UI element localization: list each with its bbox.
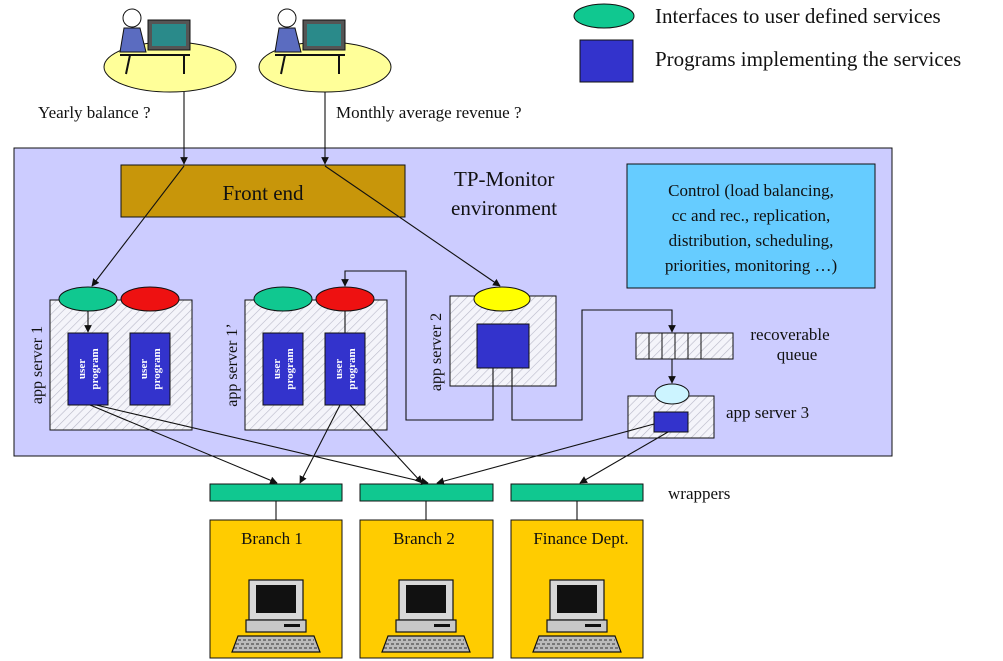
wrappers: wrappers <box>209 483 730 503</box>
app-server-2-interface-yellow <box>473 286 531 312</box>
queue-label-line2: queue <box>777 345 818 364</box>
app-server-1-label: app server 1 <box>29 326 46 404</box>
control-line-4: priorities, monitoring …) <box>665 256 837 275</box>
department-label: Branch 2 <box>393 529 455 548</box>
app-server-1-prime-interface-green <box>253 286 313 312</box>
user-1-query: Yearly balance ? <box>38 103 151 122</box>
user-2: Monthly average revenue ? <box>258 8 522 122</box>
wrapper-3 <box>510 483 644 502</box>
front-end-box <box>120 164 406 218</box>
legend-program-swatch <box>579 39 634 83</box>
desktop-computer-icon <box>381 579 471 653</box>
control-line-3: distribution, scheduling, <box>669 231 834 250</box>
wrapper-1 <box>209 483 343 502</box>
app-server-1-prime-label: app server 1’ <box>224 323 241 407</box>
control-line-2: cc and rec., replication, <box>672 206 831 225</box>
queue-box <box>635 332 734 360</box>
legend-interfaces-label: Interfaces to user defined services <box>655 4 941 28</box>
user-program-label-line2: program <box>284 348 296 389</box>
app-server-1-prime-program-a <box>262 332 304 406</box>
control-line-1: Control (load balancing, <box>668 181 834 200</box>
tp-monitor-title-line2: environment <box>451 196 557 220</box>
desktop-computer-icon <box>532 579 622 653</box>
control-box <box>626 163 876 289</box>
app-server-3: app server 3 <box>627 383 809 439</box>
legend-interface-swatch <box>573 3 635 29</box>
app-server-2-label: app server 2 <box>428 313 445 391</box>
legend-programs-label: Programs implementing the services <box>655 47 961 71</box>
wrappers-label: wrappers <box>668 484 730 503</box>
desktop-computer-icon <box>231 579 321 653</box>
user-1: Yearly balance ? <box>38 8 237 122</box>
app-server-3-interface-cyan <box>654 383 690 405</box>
user-program-label-line1: user <box>333 359 345 379</box>
app-server-3-label: app server 3 <box>726 403 809 422</box>
app-server-1-prime: app server 1’ user program user program <box>224 286 388 431</box>
app-server-1-interface-green <box>58 286 118 312</box>
user-program-label-line1: user <box>271 359 283 379</box>
user-program-label-line2: program <box>346 348 358 389</box>
app-server-1-program-b <box>129 332 171 406</box>
department-label: Branch 1 <box>241 529 303 548</box>
front-end-label: Front end <box>222 181 304 205</box>
user-at-computer-icon <box>274 8 346 75</box>
department-label: Finance Dept. <box>533 529 628 548</box>
app-server-3-program <box>653 411 689 433</box>
app-server-2-program <box>476 323 530 369</box>
app-server-1-prime-program-b <box>324 332 366 406</box>
tp-monitor-title-line1: TP-Monitor <box>454 167 554 191</box>
user-program-label-line1: user <box>76 359 88 379</box>
app-server-1: app server 1 user program user program <box>29 286 193 431</box>
recoverable-queue: recoverable queue <box>635 325 830 364</box>
user-program-label-line2: program <box>89 348 101 389</box>
connectors <box>84 92 676 520</box>
app-server-1-program-a <box>67 332 109 406</box>
user-program-label-line2: program <box>151 348 163 389</box>
legend: Interfaces to user defined services Prog… <box>573 3 961 83</box>
user-2-query: Monthly average revenue ? <box>336 103 522 122</box>
user-at-computer-icon <box>119 8 191 75</box>
queue-label-line1: recoverable <box>750 325 829 344</box>
wrapper-2 <box>359 483 494 502</box>
app-server-2: app server 2 <box>428 286 557 391</box>
app-server-1-interface-red <box>120 286 180 312</box>
app-server-1-prime-interface-red <box>315 286 375 312</box>
user-program-label-line1: user <box>138 359 150 379</box>
